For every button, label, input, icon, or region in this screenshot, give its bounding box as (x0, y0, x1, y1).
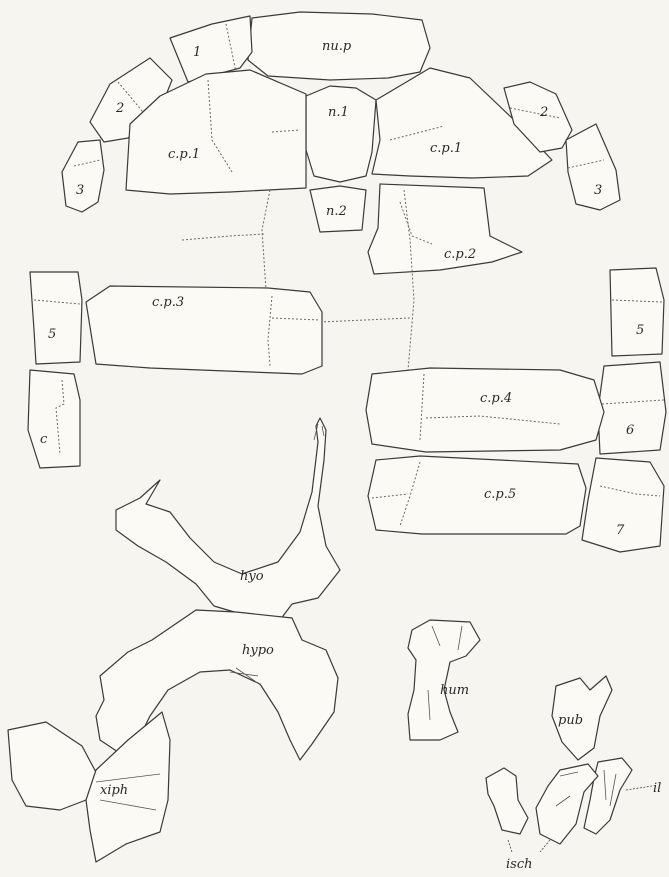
ilium: il (584, 758, 661, 834)
label-n1: n.1 (328, 105, 349, 120)
label-xiph: xiph (100, 783, 128, 798)
nuchal-plate: nu.p (248, 12, 430, 80)
label-cp2: c.p.2 (444, 247, 476, 262)
label-il: il (653, 781, 661, 796)
label-hyo: hyo (240, 569, 264, 584)
costal-plate-4: c.p.4 (366, 368, 604, 452)
label-marginal-3-left: 3 (76, 183, 84, 198)
label-nup: nu.p (322, 39, 352, 54)
costal-plate-3: c.p.3 (86, 286, 322, 374)
label-marginal-5-left: 5 (48, 327, 56, 342)
marginal-3-right: 3 (566, 124, 620, 210)
marginal-3-left: 3 (62, 140, 104, 212)
label-cp3: c.p.3 (152, 295, 184, 310)
label-marginal-5-right: 5 (636, 323, 644, 338)
label-marginal-2-right: 2 (539, 105, 548, 120)
humerus: hum (408, 620, 480, 740)
marginal-7-right: 7 (582, 458, 664, 552)
marginal-6-left: c (28, 370, 80, 468)
pubis: pub (552, 676, 612, 760)
neural-2: n.2 (310, 186, 366, 232)
label-hypo: hypo (242, 643, 274, 658)
label-cp4: c.p.4 (480, 391, 512, 406)
marginal-5-right: 5 (610, 268, 664, 356)
label-marginal-7-right: 7 (616, 523, 625, 538)
xiphiplastron-left (8, 722, 98, 810)
costal-plate-2: c.p.2 (368, 184, 522, 274)
label-hum: hum (440, 683, 469, 698)
hyoplastron: hyo (116, 418, 340, 620)
neural-1: n.1 (306, 86, 376, 182)
label-isch: isch (506, 857, 532, 872)
ischium-left (486, 768, 528, 834)
label-marginal-6-right: 6 (626, 423, 634, 438)
marginal-6-right: 6 (598, 362, 666, 454)
costal-plate-5: c.p.5 (368, 456, 586, 534)
label-marginal-2-left: 2 (115, 101, 124, 116)
label-marginal-1: 1 (193, 45, 201, 60)
isch-leader-lines (508, 840, 550, 852)
label-marginal-6-left: c (40, 432, 48, 447)
marginal-5-left: 5 (30, 272, 82, 364)
label-pub: pub (558, 713, 583, 728)
label-cp1-right: c.p.1 (430, 141, 462, 156)
label-n2: n.2 (326, 204, 347, 219)
label-marginal-3-right: 3 (594, 183, 602, 198)
label-cp1-left: c.p.1 (168, 147, 200, 162)
label-cp5: c.p.5 (484, 487, 516, 502)
